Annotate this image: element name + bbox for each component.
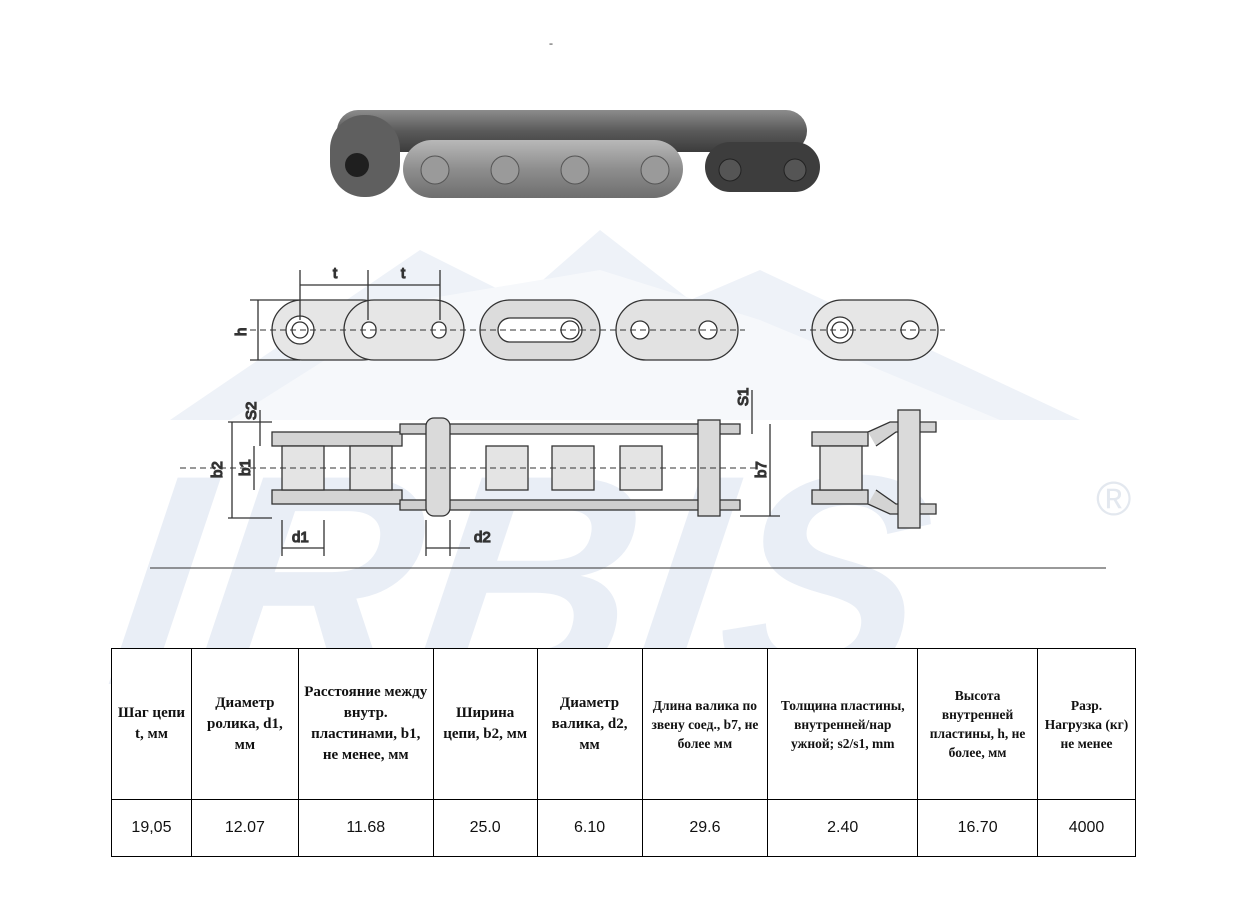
label-h: h — [233, 328, 250, 336]
header-pin-length: Длина валика по звену соед., b7, не боле… — [641, 648, 769, 800]
label-s2: S2 — [243, 402, 260, 420]
header-plate-height: Высота внутренней пластины, h, не более,… — [917, 648, 1039, 800]
table-header-row: Шаг цепи t, мм Диаметр ролика, d1, мм Ра… — [111, 648, 1136, 800]
label-b1: b1 — [237, 459, 254, 476]
registered-mark: ® — [1096, 473, 1132, 526]
label-t1: t — [333, 265, 338, 282]
header-pin-diameter: Диаметр валика, d2, мм — [536, 648, 643, 800]
header-chain-width: Ширина цепи, b2, мм — [432, 648, 538, 800]
plan-view — [180, 409, 937, 529]
cell-plate-height: 16.70 — [917, 799, 1039, 857]
cell-pin-diameter: 6.10 — [536, 799, 643, 857]
cell-chain-width: 25.0 — [432, 799, 538, 857]
chain-photo — [330, 110, 820, 198]
label-s1: S1 — [735, 388, 752, 406]
pitch-dimensions — [250, 270, 441, 361]
top-mark: - — [549, 36, 553, 50]
header-pitch: Шаг цепи t, мм — [111, 648, 192, 800]
header-roller-diameter: Диаметр ролика, d1, мм — [190, 648, 299, 800]
label-t2: t — [401, 265, 406, 282]
cell-pitch: 19,05 — [111, 799, 192, 857]
label-b2: b2 — [209, 461, 226, 478]
cell-roller-diameter: 12.07 — [190, 799, 299, 857]
cell-pin-length: 29.6 — [641, 799, 769, 857]
label-b7: b7 — [753, 461, 770, 478]
header-plate-thickness: Толщина пластины, внутренней/нар ужной; … — [767, 648, 919, 800]
plan-dimensions — [150, 390, 1106, 569]
spec-table: Шаг цепи t, мм Диаметр ролика, d1, мм Ра… — [111, 648, 1136, 857]
label-d2: d2 — [474, 529, 491, 546]
table-row: 19,05 12.07 11.68 25.0 6.10 29.6 2.40 16… — [111, 799, 1136, 857]
header-breaking-load: Разр. Нагрузка (кг) не менее — [1037, 648, 1136, 800]
cell-inner-width: 11.68 — [297, 799, 434, 857]
header-inner-width: Расстояние между внутр. пластинами, b1, … — [297, 648, 434, 800]
top-view — [250, 299, 945, 361]
cell-plate-thickness: 2.40 — [767, 799, 919, 857]
cell-breaking-load: 4000 — [1037, 799, 1136, 857]
label-d1: d1 — [292, 529, 309, 546]
